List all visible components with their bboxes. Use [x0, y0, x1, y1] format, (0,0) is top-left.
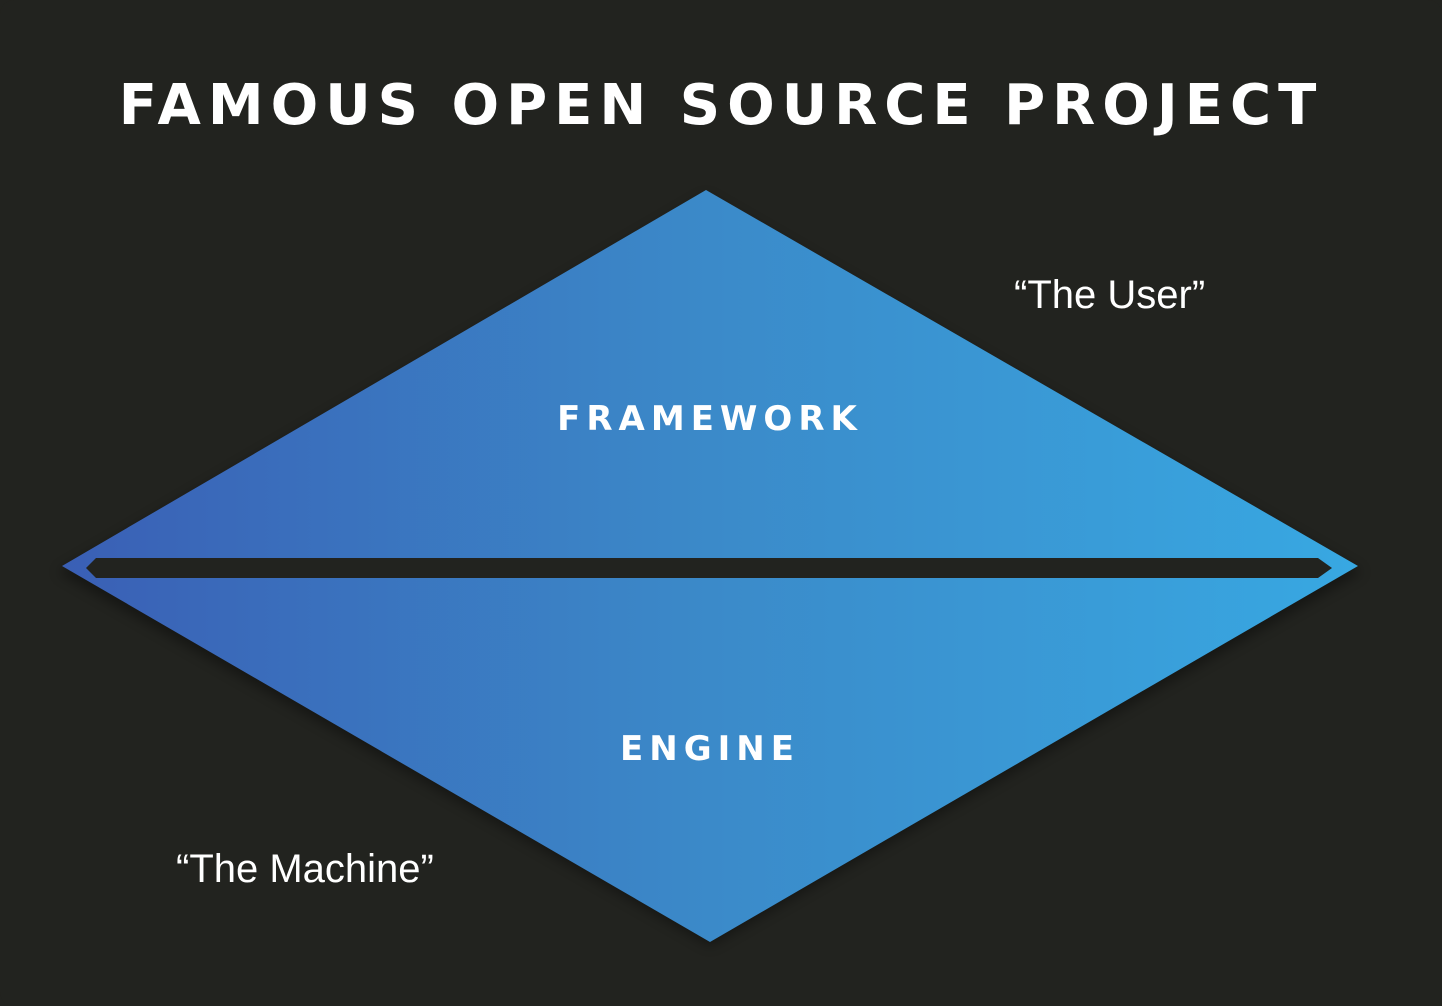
page-title: FAMOUS OPEN SOURCE PROJECT	[118, 73, 1324, 138]
user-annotation: “The User”	[1014, 273, 1206, 317]
framework-label: FRAMEWORK	[557, 399, 863, 439]
engine-label: ENGINE	[620, 729, 800, 769]
machine-annotation: “The Machine”	[176, 847, 434, 891]
layer-divider	[86, 558, 1332, 578]
